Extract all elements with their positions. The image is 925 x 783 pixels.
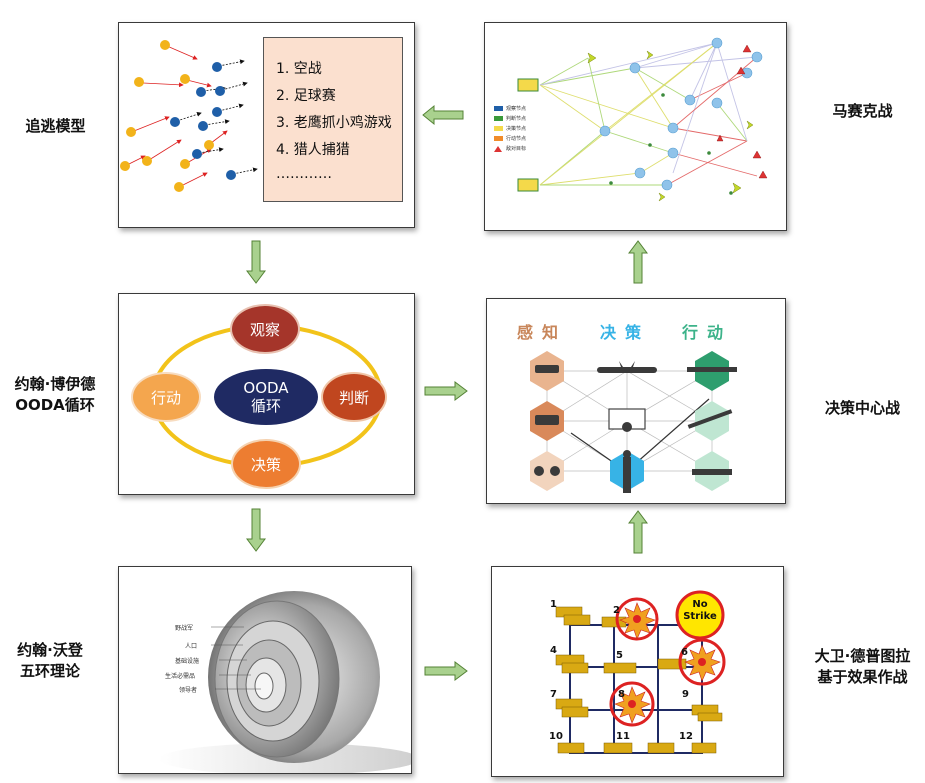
ooda-label-line2: OODA循环 bbox=[15, 396, 95, 414]
grid-number: 1 bbox=[550, 599, 557, 610]
ring-label: 野战军 bbox=[175, 625, 194, 632]
ooda-decide-node: 决策 bbox=[233, 441, 299, 487]
warden-label-line1: 约翰·沃登 bbox=[17, 641, 83, 659]
deptula-label: 大卫·德普图拉 基于效果作战 bbox=[800, 646, 925, 688]
no-strike-line1: No bbox=[692, 599, 708, 610]
list-item: 2. 足球赛 bbox=[276, 88, 336, 104]
legend-label: 判断节点 bbox=[506, 116, 527, 122]
grid-number: 11 bbox=[616, 731, 630, 742]
ooda-label-line1: 约翰·博伊德 bbox=[14, 375, 96, 393]
ring-label: 领导者 bbox=[179, 687, 198, 694]
list-item: 3. 老鹰抓小鸡游戏 bbox=[276, 115, 392, 131]
legend-label: 决策节点 bbox=[506, 126, 527, 132]
legend-label: 敌对目标 bbox=[506, 146, 527, 152]
pursuit-examples-list: 1. 空战 2. 足球赛 3. 老鹰抓小鸡游戏 4. 猎人捕猎 ………… bbox=[263, 37, 403, 202]
effects-grid-diagram bbox=[555, 590, 726, 754]
ring-label: 人口 bbox=[185, 643, 198, 650]
decision-grid-diagram bbox=[530, 351, 737, 493]
ooda-center: OODA 循环 bbox=[214, 369, 318, 425]
ooda-panel: OODA 循环 观察 判断 决策 行动 bbox=[118, 293, 415, 495]
list-item: 4. 猎人捕猎 bbox=[276, 142, 350, 158]
grid-number: 10 bbox=[549, 731, 563, 742]
grid-number: 7 bbox=[550, 689, 557, 700]
decide-heading: 决策 bbox=[600, 323, 651, 342]
perceive-heading: 感知 bbox=[517, 323, 568, 342]
ooda-observe-node: 观察 bbox=[232, 306, 298, 352]
ooda-act-node: 行动 bbox=[133, 374, 199, 420]
five-rings-panel: 野战军 人口 基础设施 生活必需品 领导者 bbox=[118, 566, 412, 774]
mosaic-network-diagram bbox=[517, 37, 768, 202]
ooda-center-line2: 循环 bbox=[250, 397, 281, 415]
five-rings-diagram bbox=[159, 591, 411, 773]
grid-number: 4 bbox=[550, 645, 557, 656]
no-strike-badge: No Strike bbox=[682, 599, 718, 623]
pursuit-dots-diagram bbox=[120, 40, 258, 192]
arrow-right-icon bbox=[424, 381, 468, 401]
decision-center-label: 决策中心战 bbox=[824, 399, 900, 417]
warden-label: 约翰·沃登 五环理论 bbox=[0, 640, 100, 682]
arrow-up-icon bbox=[628, 240, 648, 284]
grid-number: 5 bbox=[616, 650, 623, 661]
arrow-left-icon bbox=[422, 104, 464, 126]
legend-label: 观察节点 bbox=[506, 106, 527, 112]
act-heading: 行动 bbox=[682, 323, 733, 342]
grid-number: 6 bbox=[681, 647, 688, 658]
list-item: ………… bbox=[276, 166, 332, 182]
ooda-label: 约翰·博伊德 OODA循环 bbox=[0, 374, 110, 416]
mosaic-warfare-panel: 观察节点 判断节点 决策节点 行动节点 敌对目标 bbox=[484, 22, 787, 231]
ooda-center-line1: OODA bbox=[243, 379, 289, 397]
grid-number: 12 bbox=[679, 731, 693, 742]
mosaic-warfare-label: 马赛克战 bbox=[832, 102, 893, 120]
legend-label: 行动节点 bbox=[506, 136, 527, 142]
effects-based-panel: No Strike 1 2 4 5 6 7 8 9 10 11 12 bbox=[491, 566, 784, 777]
list-item: 1. 空战 bbox=[276, 61, 322, 77]
ring-label: 基础设施 bbox=[175, 658, 200, 665]
grid-number: 8 bbox=[618, 689, 625, 700]
ring-label: 生活必需品 bbox=[165, 673, 196, 680]
ooda-orient-node: 判断 bbox=[323, 374, 385, 420]
deptula-label-line2: 基于效果作战 bbox=[817, 668, 908, 686]
grid-number: 2 bbox=[613, 605, 620, 616]
decision-center-panel: 感知 决策 行动 bbox=[486, 298, 786, 504]
arrow-down-icon bbox=[246, 508, 266, 552]
warden-label-line2: 五环理论 bbox=[19, 662, 80, 680]
deptula-label-line1: 大卫·德普图拉 bbox=[814, 647, 911, 665]
no-strike-line2: Strike bbox=[683, 611, 717, 622]
arrow-up-icon bbox=[628, 510, 648, 554]
pursuit-model-panel: 1. 空战 2. 足球赛 3. 老鹰抓小鸡游戏 4. 猎人捕猎 ………… bbox=[118, 22, 415, 228]
arrow-right-icon bbox=[424, 661, 468, 681]
grid-number: 9 bbox=[682, 689, 689, 700]
mosaic-legend: 观察节点 判断节点 决策节点 行动节点 敌对目标 bbox=[494, 105, 544, 165]
pursuit-model-label: 追逃模型 bbox=[25, 117, 86, 135]
arrow-down-icon bbox=[246, 240, 266, 284]
